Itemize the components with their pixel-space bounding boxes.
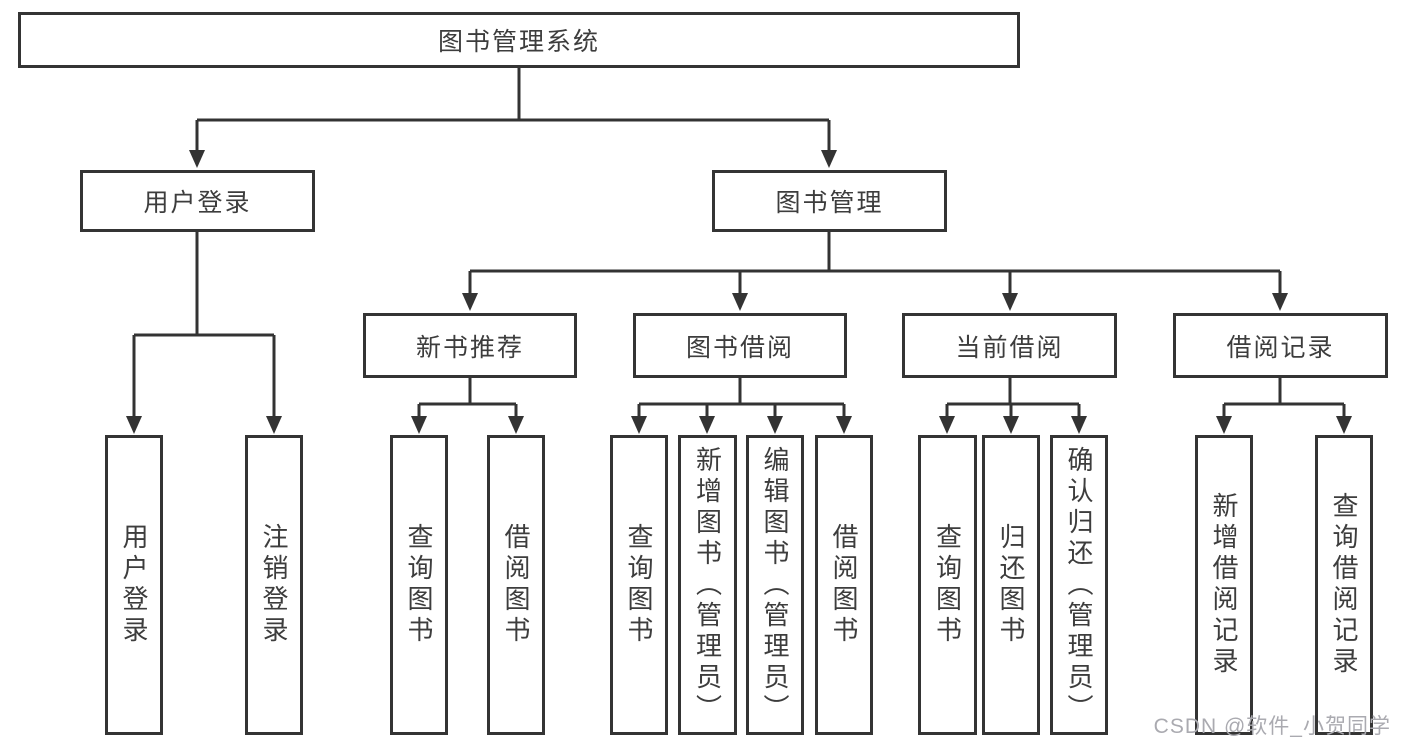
- leaf-edit-book-admin-label: 编辑图书（管理员）: [760, 445, 790, 725]
- connector-current-borrow-children: [939, 378, 1087, 434]
- connector-user-login-children: [126, 232, 282, 434]
- leaf-query-borrow-record-label: 查询借阅记录: [1329, 492, 1359, 678]
- connector-new-book-recommend-children: [411, 378, 524, 434]
- leaf-query-books-recommend-label: 查询图书: [404, 523, 434, 647]
- node-current-borrow: 当前借阅: [902, 313, 1117, 378]
- node-user-login-label: 用户登录: [143, 189, 252, 217]
- leaf-add-borrow-record-label: 新增借阅记录: [1209, 492, 1239, 678]
- node-book-management-label: 图书管理: [775, 189, 884, 217]
- leaf-query-borrow-record: 查询借阅记录: [1315, 435, 1373, 735]
- leaf-query-books-recommend: 查询图书: [390, 435, 448, 735]
- leaf-borrow-books-recommend: 借阅图书: [487, 435, 545, 735]
- leaf-user-login: 用户登录: [105, 435, 163, 735]
- node-root-label: 图书管理系统: [437, 28, 600, 56]
- node-book-borrow-label: 图书借阅: [685, 333, 794, 362]
- leaf-confirm-return-admin-label: 确认归还（管理员）: [1064, 445, 1094, 725]
- connector-root-to-level2: [189, 68, 837, 168]
- leaf-borrow-books-recommend-label: 借阅图书: [501, 523, 531, 647]
- watermark: CSDN @软件_小贺同学: [1153, 715, 1391, 738]
- leaf-return-book: 归还图书: [982, 435, 1040, 735]
- leaf-query-books-borrow: 查询图书: [610, 435, 668, 735]
- leaf-return-book-label: 归还图书: [996, 523, 1026, 647]
- connector-borrow-records-children: [1216, 378, 1352, 434]
- node-borrow-records: 借阅记录: [1173, 313, 1388, 378]
- leaf-query-books-current-label: 查询图书: [932, 523, 963, 647]
- leaf-confirm-return-admin: 确认归还（管理员）: [1050, 435, 1108, 735]
- leaf-add-book-admin-label: 新增图书（管理员）: [692, 445, 723, 725]
- leaf-borrow-books: 借阅图书: [815, 435, 873, 735]
- node-current-borrow-label: 当前借阅: [955, 333, 1064, 362]
- leaf-borrow-books-label: 借阅图书: [829, 523, 859, 647]
- leaf-user-login-label: 用户登录: [119, 523, 149, 647]
- leaf-logout-label: 注销登录: [259, 523, 289, 647]
- node-new-book-recommend-label: 新书推荐: [415, 333, 524, 362]
- connector-book-management-children: [462, 232, 1288, 311]
- leaf-query-books-borrow-label: 查询图书: [624, 523, 654, 647]
- leaf-add-book-admin: 新增图书（管理员）: [678, 435, 737, 735]
- connector-book-borrow-children: [631, 378, 852, 434]
- node-root: 图书管理系统: [18, 12, 1020, 68]
- leaf-edit-book-admin: 编辑图书（管理员）: [746, 435, 804, 735]
- leaf-query-books-current: 查询图书: [918, 435, 977, 735]
- node-book-borrow: 图书借阅: [633, 313, 847, 378]
- leaf-logout: 注销登录: [245, 435, 303, 735]
- node-new-book-recommend: 新书推荐: [363, 313, 577, 378]
- node-book-management: 图书管理: [712, 170, 947, 232]
- node-borrow-records-label: 借阅记录: [1226, 333, 1335, 362]
- leaf-add-borrow-record: 新增借阅记录: [1195, 435, 1253, 735]
- node-user-login: 用户登录: [80, 170, 315, 232]
